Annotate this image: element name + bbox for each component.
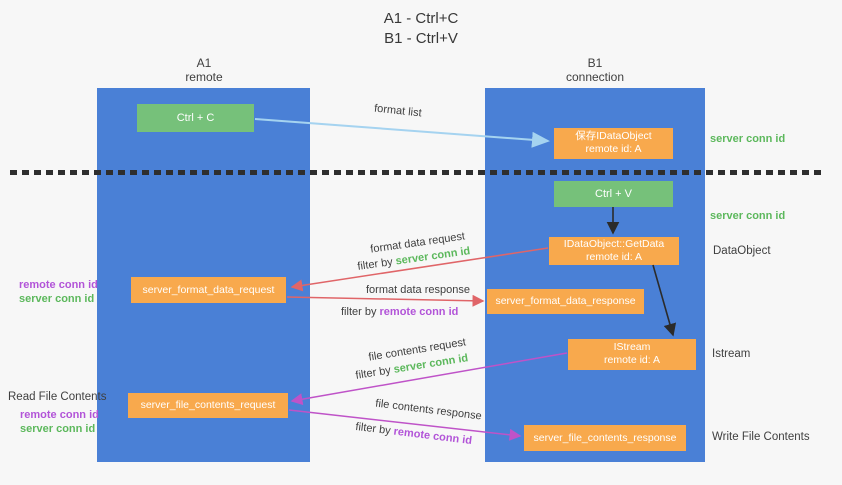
dataobject-label: DataObject (713, 245, 771, 257)
file-row-server-conn-id-label: server conn id (20, 423, 96, 435)
column-a-header: A1 remote (144, 56, 264, 84)
format-data-response-filter-label: filter by remote conn id (341, 306, 458, 318)
filter-by-text: filter by (341, 306, 380, 318)
save-idataobject-line2: remote id: A (585, 143, 642, 155)
column-a-name: A1 (196, 56, 212, 70)
file-contents-request-arrow (290, 352, 568, 406)
remote-conn-id-text: remote conn id (379, 306, 459, 318)
getdata-line1: IDataObject::GetData (563, 238, 665, 250)
file-row-remote-conn-id-label: remote conn id (20, 409, 99, 421)
server-conn-id-label-top: server conn id (710, 133, 786, 145)
server-conn-id-label-mid: server conn id (710, 210, 786, 222)
save-idataobject-line1: 保存IDataObject (575, 130, 652, 142)
column-a-role: remote (185, 70, 223, 84)
title-line-2: B1 - Ctrl+V (384, 30, 458, 47)
idataobject-getdata-node: IDataObject::GetData remote id: A (549, 237, 679, 265)
column-b-header: B1 connection (535, 56, 655, 84)
istream-line2: remote id: A (603, 354, 661, 366)
file-contents-response-arrow (288, 409, 522, 441)
column-b-role: connection (565, 70, 625, 84)
format-data-response-edge-label: format data response (366, 284, 470, 296)
istream-side-label: Istream (712, 348, 751, 360)
server-file-contents-request-node: server_file_contents_request (128, 393, 288, 418)
ctrl-c-key-box: Ctrl + C (137, 104, 254, 132)
phase-separator-dashed-line (10, 170, 823, 175)
save-idataobject-node: 保存IDataObject remote id: A (554, 128, 673, 159)
server-file-contents-response-node: server_file_contents_response (524, 425, 686, 451)
getdata-to-istream-arrow (652, 264, 677, 337)
server-format-data-response-node: server_format_data_response (487, 289, 644, 314)
format-row-remote-conn-id-label: remote conn id (19, 279, 98, 291)
write-file-contents-label: Write File Contents (712, 431, 810, 443)
istream-node: IStream remote id: A (568, 339, 696, 370)
format-data-response-arrow (286, 294, 485, 307)
istream-line1: IStream (613, 341, 651, 353)
diagram-title: A1 - Ctrl+C B1 - Ctrl+V (0, 9, 842, 49)
server-format-data-request-node: server_format_data_request (131, 277, 286, 303)
getdata-line2: remote id: A (585, 251, 643, 263)
format-list-arrow (254, 118, 550, 148)
format-row-server-conn-id-label: server conn id (19, 293, 95, 305)
title-line-1: A1 - Ctrl+C (383, 10, 459, 27)
read-file-contents-label: Read File Contents (8, 391, 107, 403)
column-b-name: B1 (587, 56, 603, 70)
ctrl-v-key-box: Ctrl + V (554, 181, 673, 207)
format-data-request-arrow (290, 247, 549, 292)
